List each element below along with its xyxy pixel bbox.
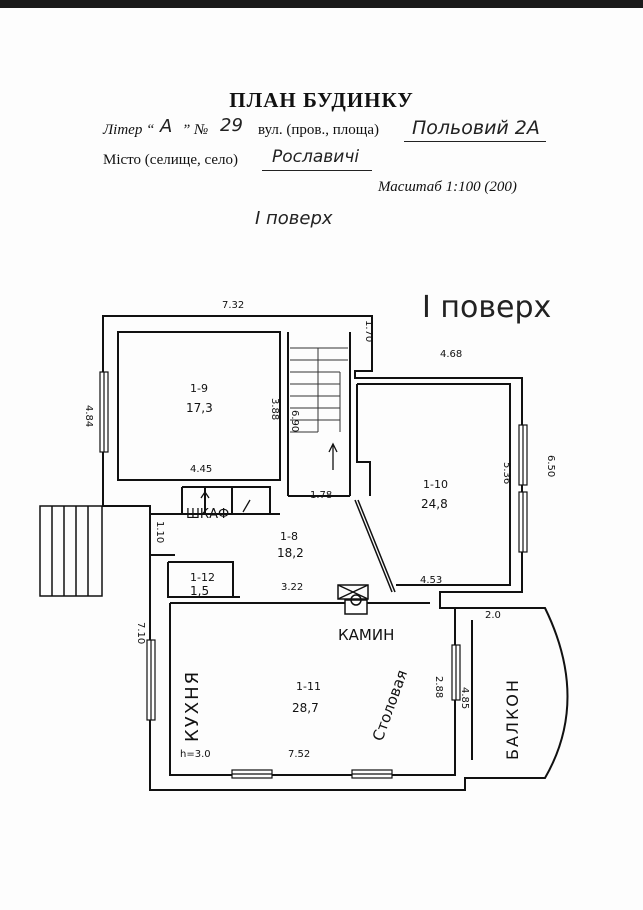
liter-value: А [160, 116, 173, 137]
street-label: вул. (пров., площа) [258, 122, 379, 138]
room-code-1-10: 1-10 [423, 478, 448, 491]
dim-right-mid: 4.53 [420, 575, 442, 586]
dim-ceiling: h=3.0 [180, 749, 211, 760]
dim-top-width: 7.32 [222, 300, 244, 311]
dim-corridor: 1.78 [310, 490, 332, 501]
dim-r19-width: 4.45 [190, 464, 212, 475]
dim-right-top: 4.68 [440, 349, 462, 360]
room-area-1-12: 1,5 [190, 584, 209, 598]
entry-steps [39, 505, 103, 597]
dim-balcony-h: 4.85 [459, 687, 470, 709]
closet-walls [181, 486, 271, 514]
dim-dining-h: 2.88 [433, 676, 444, 698]
room-code-1-9: 1-9 [190, 382, 208, 395]
room-code-1-8: 1-8 [280, 530, 298, 543]
fireplace-label: КАМИН [338, 626, 394, 644]
dim-kitchen-left: 7.10 [135, 622, 146, 644]
room-code-1-11: 1-11 [296, 680, 321, 693]
city-value: Рославичі [272, 147, 360, 167]
dim-left-height: 4.84 [83, 405, 94, 427]
plan-title: ПЛАН БУДИНКУ [229, 88, 414, 112]
floor-note-small: I поверх [255, 208, 333, 229]
street-value: Польовий 2А [412, 117, 540, 139]
stair-treads [290, 347, 348, 433]
dim-r19-height: 3.88 [269, 398, 280, 420]
floor-note-large: I поверх [422, 290, 552, 325]
room-area-1-9: 17,3 [186, 401, 213, 415]
liter-label: Літер “ [103, 122, 155, 138]
room-area-1-10: 24,8 [421, 497, 448, 511]
kitchen-label: КУХНЯ [182, 670, 203, 742]
room-area-1-8: 18,2 [277, 546, 304, 560]
city-underline [262, 170, 372, 171]
number-value: 29 [220, 115, 243, 136]
dining-label: Столовая [369, 667, 411, 743]
corridor-walls [150, 513, 280, 598]
dim-r110-outer: 6.50 [545, 455, 556, 477]
corridor-divider [356, 384, 371, 496]
outer-wall [102, 315, 569, 791]
city-label: Місто (селище, село) [103, 152, 238, 168]
balcony-label: БАЛКОН [503, 678, 522, 760]
scale-label: Масштаб 1:100 (200) [378, 179, 517, 195]
dim-corridor-left: 1.10 [154, 521, 165, 543]
number-label: ” № [182, 122, 209, 138]
dimension-labels: 7.32 1.70 4.68 4.84 3.88 6.90 4.45 5.36 … [83, 300, 556, 760]
dim-mid-width: 3.22 [281, 582, 303, 593]
dim-kitchen-width: 7.52 [288, 749, 310, 760]
stair-walls [287, 332, 351, 497]
scan-edge [0, 0, 643, 8]
dim-stair-width: 1.70 [363, 320, 374, 342]
door-swings [354, 499, 396, 593]
room-labels: 1-9 17,3 1-10 24,8 1-8 18,2 1-12 1,5 1-1… [186, 382, 448, 715]
dim-stair-offset: 6.90 [289, 410, 300, 432]
fireplace-symbol [337, 584, 369, 615]
windows [99, 371, 528, 779]
room-1-9-walls [117, 331, 281, 481]
dim-r110-height: 5.36 [501, 462, 512, 484]
room-area-1-11: 28,7 [292, 701, 319, 715]
street-underline [404, 141, 546, 142]
direction-arrows [200, 442, 338, 513]
room-1-10-walls [357, 383, 511, 586]
room-code-1-12: 1-12 [190, 571, 215, 584]
closet-label: ШКАФ [186, 507, 229, 522]
dim-balcony-top: 2.0 [485, 610, 501, 621]
